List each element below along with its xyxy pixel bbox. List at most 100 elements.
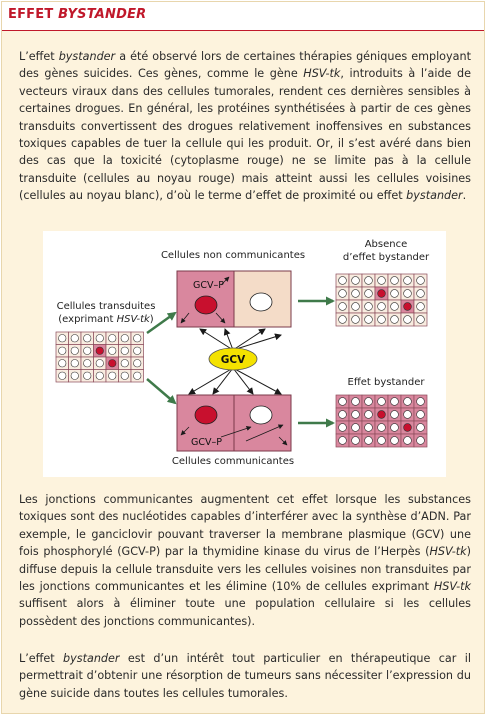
paragraph-junctions: Les jonctions communicantes augmentent c…: [19, 491, 471, 630]
grid-nucleus: [416, 302, 425, 311]
nucleus-white-bottom: [249, 405, 273, 425]
grid-nucleus: [58, 334, 67, 343]
transduced-grid: [55, 331, 144, 383]
grid-nucleus: [120, 334, 129, 343]
grid-nucleus: [364, 289, 373, 298]
grid-nucleus: [403, 276, 412, 285]
grid-nucleus: [377, 276, 386, 285]
grid-nucleus: [377, 410, 386, 419]
grid-nucleus: [351, 397, 360, 406]
grid-nucleus: [390, 410, 399, 419]
grid-nucleus: [416, 423, 425, 432]
label-non-communicating: Cellules non communicantes: [161, 250, 305, 261]
diagram-figure: Cellules non communicantes Cellules comm…: [43, 231, 446, 477]
text-run: , introduits à l’aide de vecteurs viraux…: [19, 67, 471, 203]
grid-nucleus: [364, 410, 373, 419]
grid-nucleus: [95, 371, 104, 380]
text-italic: HSV-tk: [429, 545, 467, 559]
nucleus-red-top: [194, 295, 218, 315]
grid-nucleus: [390, 397, 399, 406]
communicating-cells: GCV–P: [176, 394, 292, 452]
grid-nucleus: [351, 436, 360, 445]
label-expressing: (exprimant HSV-tk): [58, 314, 154, 325]
text-run: L’effet: [19, 50, 59, 63]
label-no-bystander: d’effet bystander: [343, 252, 430, 263]
grid-nucleus: [364, 302, 373, 311]
grid-nucleus: [390, 289, 399, 298]
grid-nucleus: [364, 397, 373, 406]
grid-nucleus: [403, 397, 412, 406]
grid-nucleus: [364, 276, 373, 285]
grid-nucleus: [108, 334, 117, 343]
grid-nucleus: [351, 410, 360, 419]
grid-nucleus: [83, 359, 92, 368]
grid-nucleus: [108, 346, 117, 355]
gcv-hub: GCV: [188, 328, 282, 395]
grid-nucleus: [70, 371, 79, 380]
grid-nucleus: [416, 276, 425, 285]
grid-nucleus: [364, 315, 373, 324]
grid-nucleus: [338, 289, 347, 298]
text-run: est d’un intérêt tout particulier en thé…: [19, 652, 471, 700]
grid-nucleus: [390, 315, 399, 324]
label-bystander-effect: Effet bystander: [348, 377, 426, 388]
text-italic: bystander: [58, 50, 116, 63]
label-communicating: Cellules communicantes: [172, 456, 294, 467]
grid-nucleus: [338, 315, 347, 324]
grid-nucleus: [95, 334, 104, 343]
grid-nucleus: [70, 359, 79, 368]
grid-nucleus: [338, 276, 347, 285]
label-transduced: Cellules transduites: [57, 301, 156, 312]
gcv-label: GCV: [221, 354, 246, 366]
gcvp-label-top: GCV–P: [193, 280, 224, 291]
grid-nucleus: [377, 423, 386, 432]
grid-nucleus: [364, 423, 373, 432]
grid-nucleus: [338, 397, 347, 406]
title-main: EFFET: [8, 7, 54, 22]
box-title: EFFET BYSTANDER: [8, 7, 146, 22]
grid-nucleus: [377, 397, 386, 406]
grid-nucleus: [351, 302, 360, 311]
gcv-ellipse: [208, 347, 258, 371]
text-run: suffisent alors à éliminer toute une pop…: [19, 597, 471, 628]
nucleus-white-top: [249, 292, 273, 312]
grid-nucleus: [58, 346, 67, 355]
grid-nucleus: [58, 359, 67, 368]
text-run: ) diffuse depuis la cellule transduite v…: [19, 545, 471, 594]
grid-nucleus: [95, 359, 104, 368]
grid-nucleus: [403, 436, 412, 445]
grid-nucleus: [95, 346, 104, 355]
grid-nucleus: [364, 436, 373, 445]
grid-nucleus: [108, 371, 117, 380]
label-absence: Absence: [365, 239, 408, 250]
grid-nucleus: [403, 410, 412, 419]
grid-nucleus: [133, 359, 142, 368]
grid-nucleus: [70, 346, 79, 355]
grid-nucleus: [403, 315, 412, 324]
non-communicating-cells: GCV–P: [176, 270, 292, 328]
text-run: a été observé lors de certaines thérapie…: [19, 50, 471, 81]
grid-nucleus: [377, 289, 386, 298]
text-run: L’effet: [19, 652, 64, 665]
text-italic: bystander: [63, 652, 120, 665]
grid-nucleus: [351, 276, 360, 285]
grid-nucleus: [108, 359, 117, 368]
grid-nucleus: [58, 371, 67, 380]
grid-nucleus: [416, 315, 425, 324]
grid-nucleus: [120, 371, 129, 380]
grid-nucleus: [70, 334, 79, 343]
grid-nucleus: [403, 423, 412, 432]
text-italic: bystander: [406, 189, 463, 203]
grid-nucleus: [390, 423, 399, 432]
grid-nucleus: [403, 289, 412, 298]
grid-nucleus: [377, 436, 386, 445]
nucleus-red-bottom: [194, 405, 218, 425]
grid-nucleus: [377, 302, 386, 311]
grid-nucleus: [133, 346, 142, 355]
grid-nucleus: [120, 359, 129, 368]
grid-nucleus: [351, 315, 360, 324]
grid-nucleus: [338, 302, 347, 311]
text-italic: HSV-tk: [433, 580, 471, 594]
grid-nucleus: [83, 346, 92, 355]
